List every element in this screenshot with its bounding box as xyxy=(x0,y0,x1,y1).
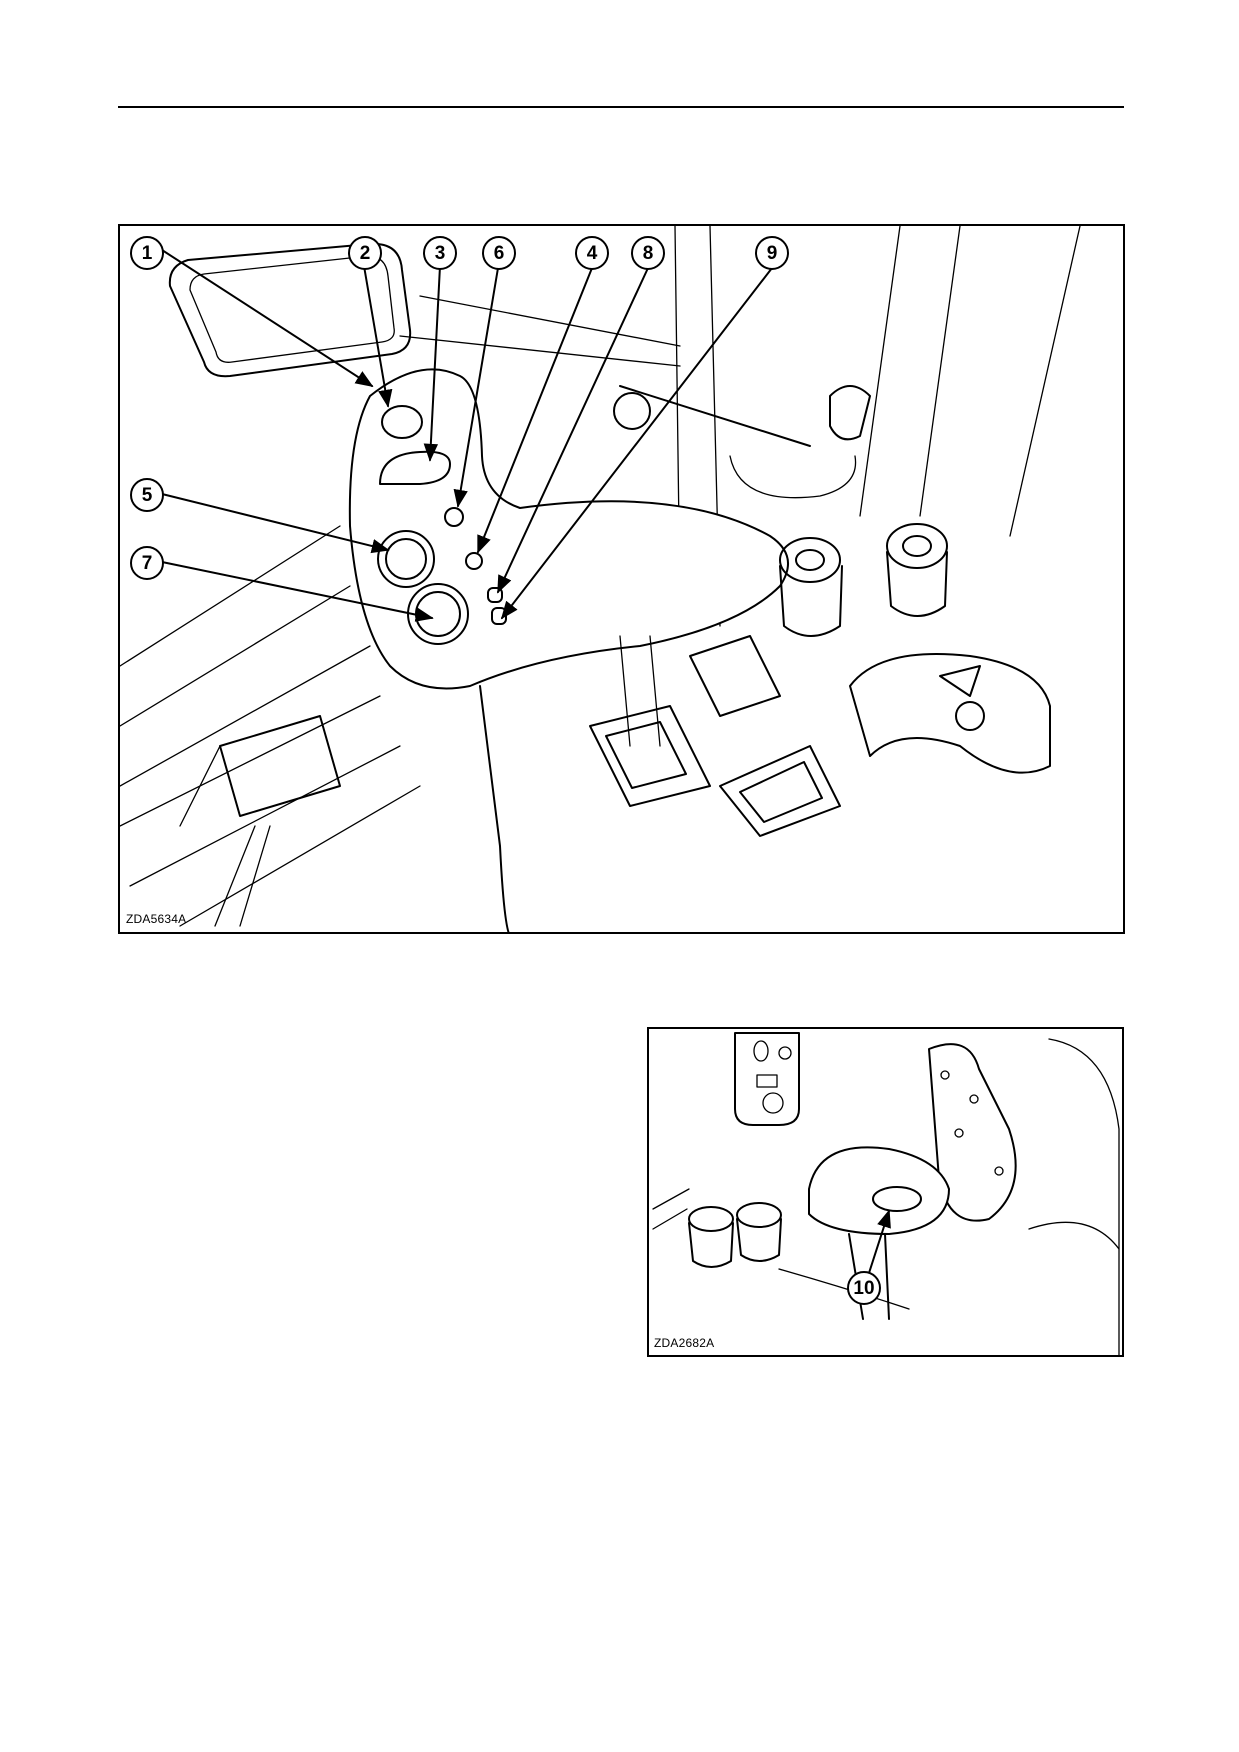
seat xyxy=(179,715,341,927)
figure-code: ZDA2682A xyxy=(654,1336,715,1350)
callout-9: 9 xyxy=(755,236,789,270)
callout-7: 7 xyxy=(130,546,164,580)
right-knobs xyxy=(779,523,1051,774)
figure-cab-controls: 1 2 3 6 4 8 9 5 7 ZDA5634A xyxy=(118,224,1125,934)
callout-4: 4 xyxy=(575,236,609,270)
control-levers xyxy=(613,385,871,499)
leader-lines xyxy=(161,249,773,622)
cab-controls-illustration xyxy=(120,226,1081,932)
callout-2: 2 xyxy=(348,236,382,270)
joystick-illustration xyxy=(652,1032,1120,1355)
callout-10: 10 xyxy=(847,1271,881,1305)
console-panel xyxy=(734,1032,800,1126)
switch-panels xyxy=(589,635,841,837)
callout-3: 3 xyxy=(423,236,457,270)
figure-joystick: 10 ZDA2682A xyxy=(647,1027,1124,1357)
callout-1: 1 xyxy=(130,236,164,270)
callout-6: 6 xyxy=(482,236,516,270)
armrest-console xyxy=(348,368,789,932)
callout-8: 8 xyxy=(631,236,665,270)
cab-frame xyxy=(120,226,1081,927)
callout-5: 5 xyxy=(130,478,164,512)
header-rule xyxy=(118,106,1124,108)
joystick-handle xyxy=(808,1043,1017,1320)
seat-and-knobs xyxy=(652,1038,1120,1355)
figure-code: ZDA5634A xyxy=(126,912,187,926)
